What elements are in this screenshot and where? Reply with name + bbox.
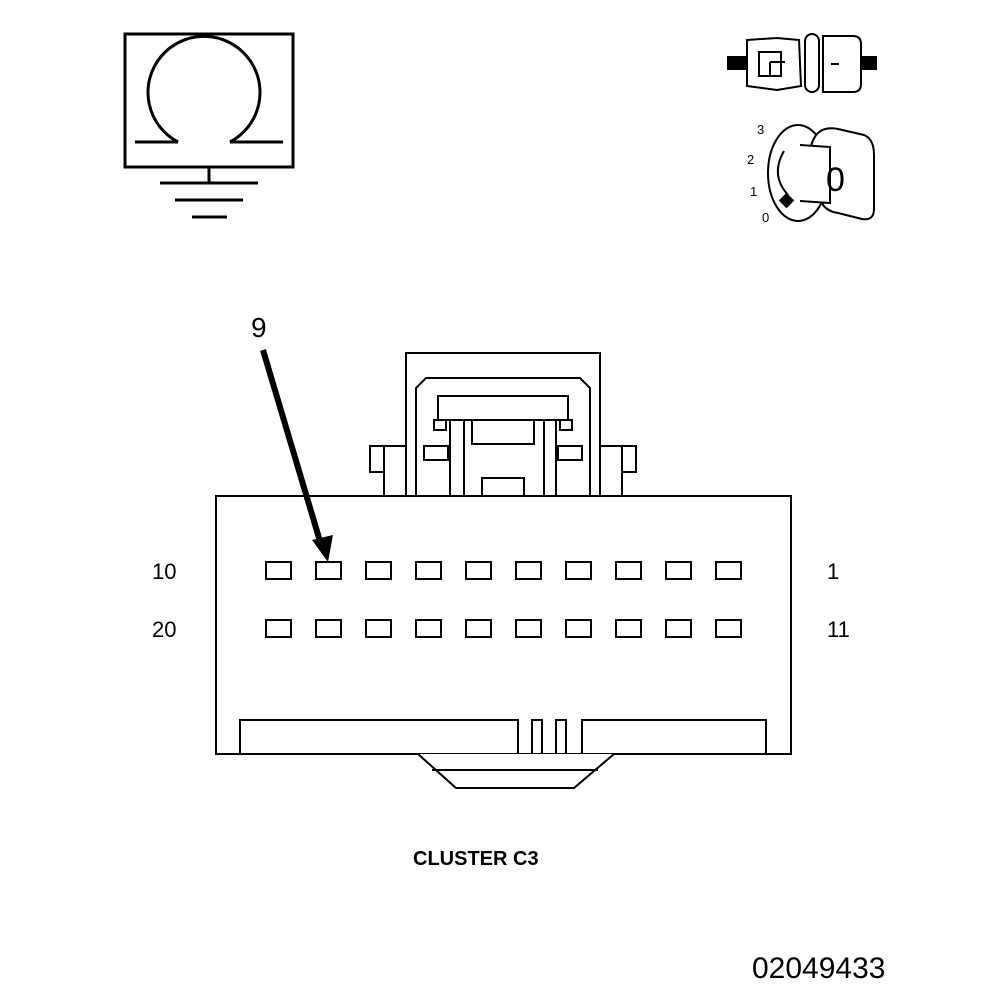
pin-cavity-10 [265, 561, 292, 580]
pin-cavity-11 [715, 619, 742, 638]
pin-cavity-13 [615, 619, 642, 638]
pin-cavity-15 [515, 619, 542, 638]
pin-cavity-16 [465, 619, 492, 638]
pin-cavity-19 [315, 619, 342, 638]
ignition-position-0: 0 [762, 210, 770, 225]
pin-cavity-2 [665, 561, 692, 580]
pin-cavity-14 [565, 619, 592, 638]
connector-body [215, 495, 792, 755]
pin-cavity-12 [665, 619, 692, 638]
pin-cavity-18 [365, 619, 392, 638]
figure-number: 02049433 [752, 952, 886, 985]
ignition-position-1: 1 [750, 184, 758, 199]
pin-cavity-1 [715, 561, 742, 580]
pin-cavity-4 [565, 561, 592, 580]
ignition-key-off-icon: 3 2 1 0 0 [740, 115, 890, 230]
pin-callout-label: 9 [251, 312, 267, 343]
ohmmeter-ground-icon [123, 32, 295, 219]
ignition-position-3: 3 [757, 122, 765, 137]
pin-cavity-6 [465, 561, 492, 580]
bottom-slot-right [581, 719, 767, 755]
latch-tab [437, 395, 569, 421]
pin-cavity-7 [415, 561, 442, 580]
row1-left-label: 10 [152, 559, 177, 584]
ignition-key-graphic [767, 124, 875, 222]
ignition-key-label: 0 [826, 161, 845, 199]
pin-grid [265, 561, 742, 638]
ignition-position-2: 2 [747, 152, 755, 167]
row1-right-label: 1 [827, 559, 840, 584]
callout-arrow-head [312, 535, 333, 562]
row2-left-label: 20 [152, 617, 177, 642]
pin-cavity-3 [615, 561, 642, 580]
pin-cavity-17 [415, 619, 442, 638]
pin-cavity-9 [315, 561, 342, 580]
disconnected-connector-icon [727, 33, 877, 93]
bottom-slot-left [239, 719, 519, 755]
pin-cavity-8 [365, 561, 392, 580]
right-ear [621, 445, 637, 473]
connector-caption: CLUSTER C3 [413, 848, 539, 870]
pin-cavity-5 [515, 561, 542, 580]
left-ear [369, 445, 385, 473]
callout-arrow-shaft [260, 349, 325, 549]
row2-right-label: 11 [827, 617, 850, 642]
pin-cavity-20 [265, 619, 292, 638]
